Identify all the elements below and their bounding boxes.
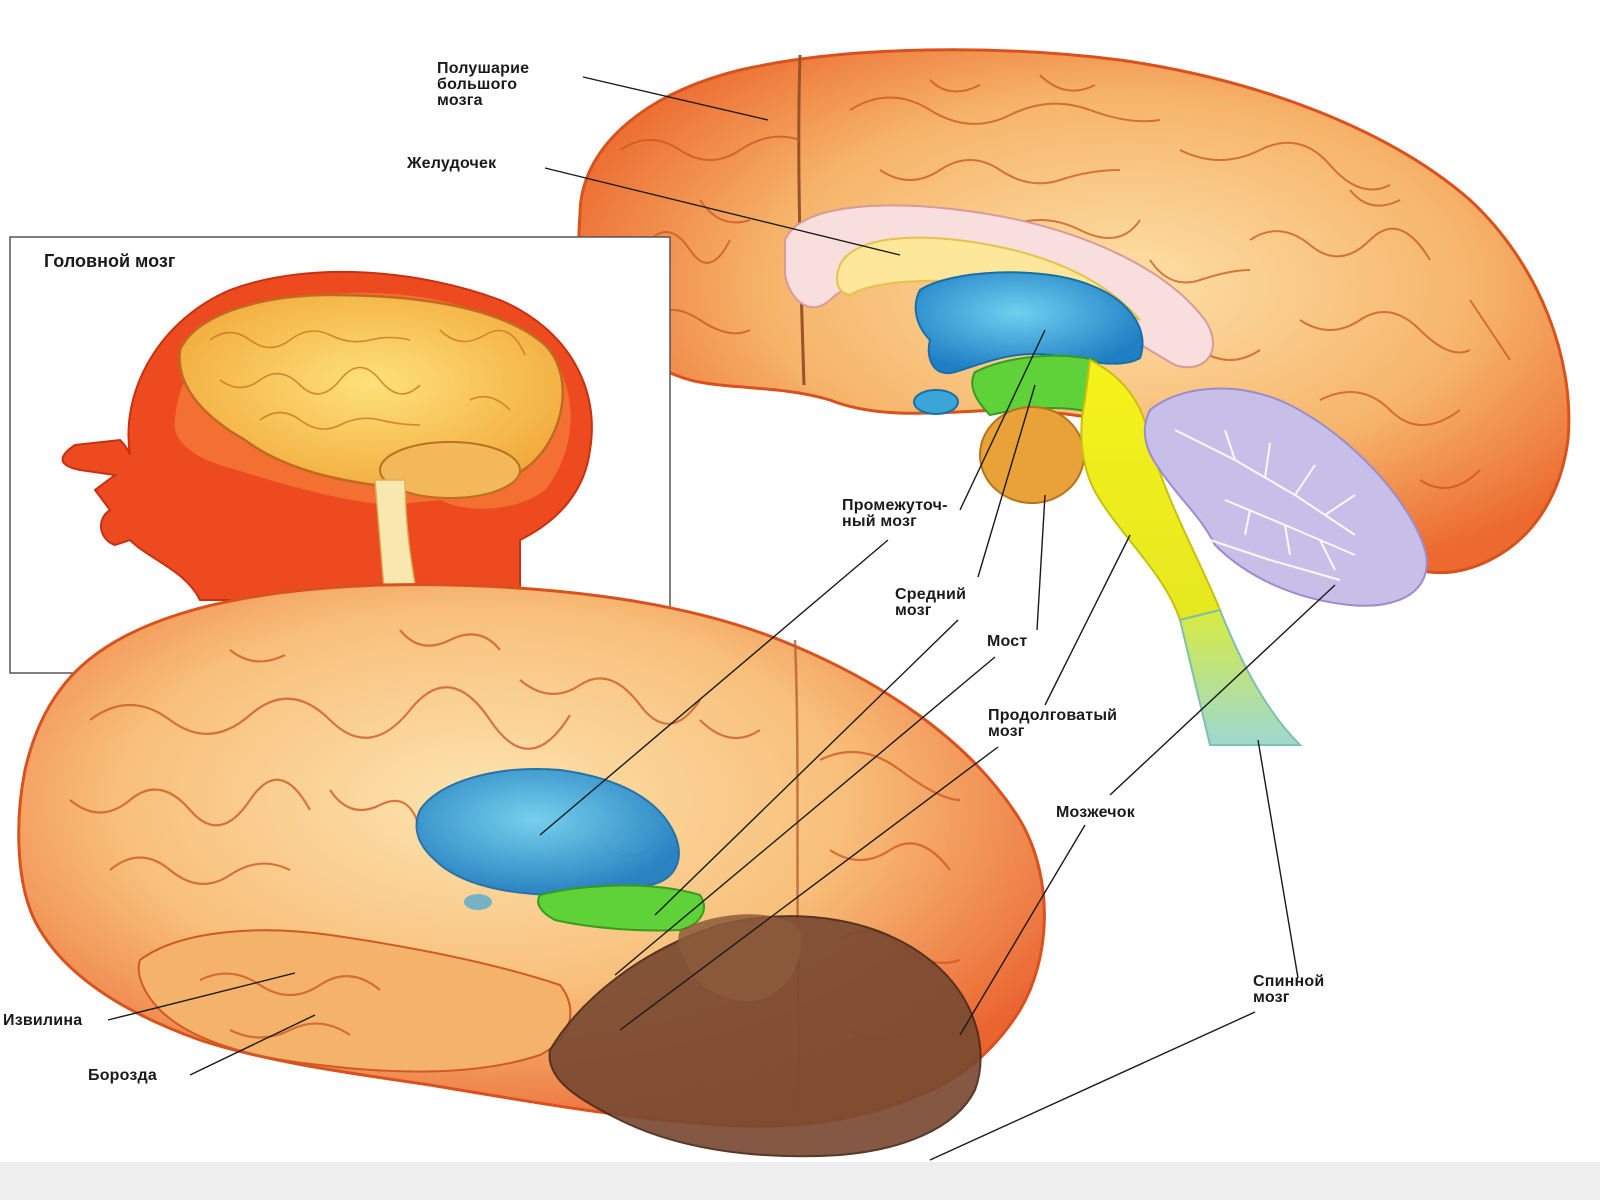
pituitary bbox=[913, 389, 959, 415]
inset-title: Головной мозг bbox=[44, 251, 176, 271]
leader-hemisphere bbox=[582, 76, 769, 121]
longitudinal-fissure bbox=[797, 54, 806, 386]
lateral-gyri bbox=[69, 629, 961, 1041]
lateral-diencephalon bbox=[415, 768, 680, 897]
sagittal-brain bbox=[577, 48, 1571, 746]
leader-midbrain bbox=[977, 384, 1036, 578]
leader-spinal bbox=[1257, 739, 1299, 979]
leader-ventricle bbox=[544, 167, 901, 256]
lateral-pons bbox=[678, 914, 801, 1001]
leader-pons-lower bbox=[614, 656, 996, 976]
pons-region bbox=[979, 406, 1085, 504]
leader-gyrus bbox=[107, 972, 296, 1021]
leader-cerebellum-lower bbox=[959, 824, 1086, 1036]
label-gyrus: Извилина bbox=[3, 1012, 83, 1029]
leader-midbrain-lower bbox=[654, 619, 959, 916]
spinal-cord-region bbox=[1178, 608, 1303, 746]
arbor-vitae bbox=[1174, 429, 1356, 581]
leader-diencephalon bbox=[959, 329, 1046, 511]
label-cerebellum: Мозжечок bbox=[1056, 804, 1135, 821]
label-spinal-cord: Спинной мозг bbox=[1253, 973, 1325, 1006]
leader-lines bbox=[107, 76, 1336, 1161]
leader-pons bbox=[1036, 494, 1046, 631]
inset-gyri bbox=[209, 329, 526, 430]
label-hemisphere: Полушарие большого мозга bbox=[437, 60, 530, 109]
lateral-pituitary bbox=[464, 894, 492, 910]
lateral-brain bbox=[17, 583, 1046, 1158]
label-midbrain: Средний мозг bbox=[895, 586, 967, 619]
label-pons: Мост bbox=[987, 633, 1028, 650]
leader-diencephalon-lower bbox=[539, 539, 889, 836]
bottom-bar bbox=[0, 1162, 1600, 1200]
label-diencephalon: Промежуточ- ный мозг bbox=[842, 497, 948, 530]
leader-cerebellum bbox=[1109, 584, 1336, 796]
leader-medulla-lower bbox=[619, 746, 999, 1031]
label-sulcus: Борозда bbox=[88, 1067, 158, 1084]
inset-cerebellum bbox=[379, 441, 521, 499]
label-ventricle: Желудочек bbox=[407, 155, 497, 172]
label-medulla: Продолговатый мозг bbox=[988, 707, 1118, 740]
leader-sulcus bbox=[189, 1014, 316, 1076]
cerebellum-region bbox=[1143, 387, 1428, 607]
leader-spinal-lower bbox=[929, 1011, 1256, 1161]
leader-medulla bbox=[1044, 534, 1131, 706]
